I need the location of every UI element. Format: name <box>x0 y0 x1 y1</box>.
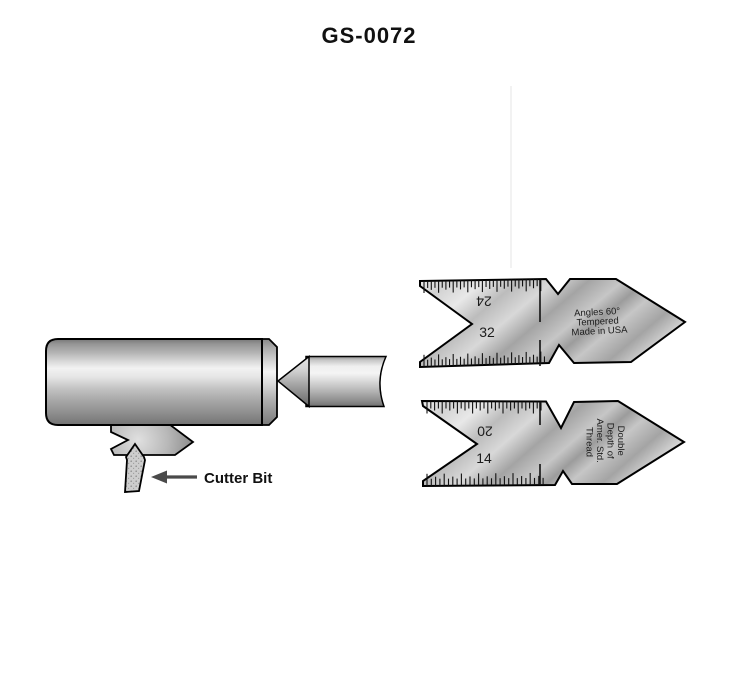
workpiece-end-cap <box>261 338 278 426</box>
center-shaft <box>305 355 388 408</box>
lower-gauge-inscription: Double Depth of Amer. Std. Thread <box>584 419 627 466</box>
lower-gauge-bottom-ticks <box>426 472 544 486</box>
inscription-line-2: Tempered <box>576 315 619 328</box>
upper-gauge-scale-24: 24 <box>476 294 492 310</box>
inscription-line-1: Angles 60° <box>574 306 621 319</box>
inscription-line-4: Thread <box>584 427 595 457</box>
inscription-line-3: Amer. Std. <box>594 419 605 463</box>
workpiece-cylinder <box>45 338 263 426</box>
upper-gauge-body <box>419 277 687 369</box>
lower-gauge-scale-20: 20 <box>477 424 493 440</box>
upper-gauge-scale-32: 32 <box>479 324 495 340</box>
inscription-line-1: Double <box>615 426 626 456</box>
tailstock-center-cone <box>276 354 310 409</box>
upper-gauge-inscription: Angles 60° Tempered Made in USA <box>570 306 628 339</box>
lathe-assembly: Cutter Bit <box>45 338 388 493</box>
lower-gauge-body <box>420 399 686 488</box>
lower-center-gauge: 20 14 Double Depth of Amer. Std. Thread <box>420 399 686 488</box>
lower-gauge-scale-14: 14 <box>476 450 492 466</box>
inscription-line-2: Depth of <box>605 423 616 459</box>
thread-gauge-under-workpiece <box>109 423 195 456</box>
cutter-bit-label: Cutter Bit <box>204 470 272 487</box>
upper-gauge-top-ticks <box>423 279 542 293</box>
inscription-line-3: Made in USA <box>571 324 628 338</box>
cutter-bit-arrow <box>151 470 197 484</box>
upper-center-gauge: 24 32 Angles 60° Tempered Made in USA <box>419 277 687 369</box>
cutter-bit <box>124 442 146 493</box>
arrow-head-icon <box>151 470 167 484</box>
page-title: GS-0072 <box>321 23 416 48</box>
lower-gauge-top-ticks <box>426 401 542 414</box>
